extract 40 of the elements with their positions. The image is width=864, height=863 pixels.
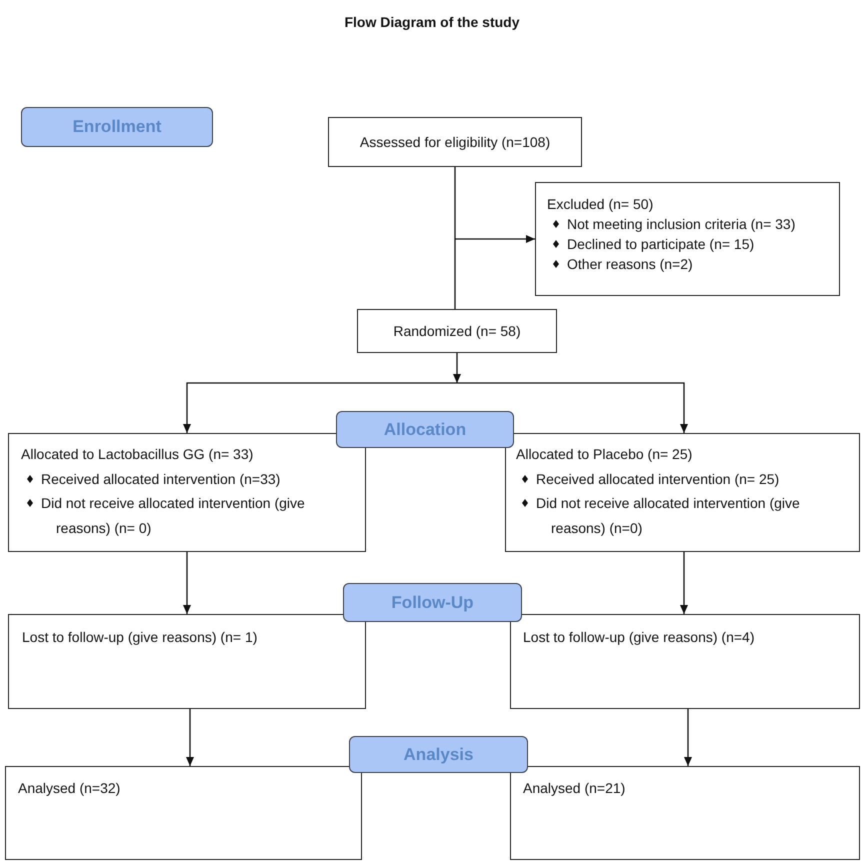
flow-box	[328, 117, 582, 167]
box-text: Lost to follow-up (give reasons) (n=4)	[523, 628, 754, 647]
box-text: Allocated to Placebo (n= 25)	[516, 445, 692, 464]
bullet-text: Received allocated intervention (n= 25)	[536, 470, 780, 489]
connector-line	[454, 239, 456, 309]
bullet-text: Received allocated intervention (n=33)	[41, 470, 280, 489]
bullet-text: Did not receive allocated intervention (give reasons) (n=0)	[536, 494, 801, 538]
box-text: Analysed (n=32)	[18, 779, 120, 798]
bullet-text: Declined to participate (n= 15)	[567, 235, 754, 254]
phase-label: Follow-Up	[343, 583, 522, 622]
box-text: Assessed for eligibility (n=108)	[360, 133, 550, 151]
box-text: Allocated to Lactobacillus GG (n= 33)	[21, 445, 254, 464]
flow-box	[510, 766, 860, 860]
arrow	[183, 382, 457, 433]
arrow	[183, 552, 191, 614]
flow-box	[505, 433, 860, 552]
flow-box	[510, 614, 860, 709]
phase-label: Allocation	[336, 411, 514, 448]
flow-box	[535, 182, 840, 296]
diagram-title: Flow Diagram of the study	[344, 13, 520, 31]
bullet-text: Not meeting inclusion criteria (n= 33)	[567, 215, 796, 234]
arrow	[453, 353, 461, 383]
box-text: Randomized (n= 58)	[393, 322, 521, 340]
arrow	[684, 709, 692, 766]
phase-label: Enrollment	[21, 107, 213, 147]
arrow	[186, 709, 194, 766]
flow-box	[8, 433, 366, 552]
box-text: Analysed (n=21)	[523, 779, 626, 798]
arrow	[680, 552, 688, 614]
arrow	[455, 235, 535, 243]
connector-line	[454, 167, 456, 239]
flow-box	[5, 766, 362, 860]
bullet-text: Did not receive allocated intervention (give reasons) (n= 0)	[41, 494, 306, 538]
arrow	[457, 382, 688, 433]
bullet-text: Other reasons (n=2)	[567, 255, 693, 274]
box-text: Excluded (n= 50)	[547, 195, 654, 214]
flow-box	[357, 309, 557, 353]
box-text: Lost to follow-up (give reasons) (n= 1)	[22, 628, 258, 647]
phase-label: Analysis	[349, 736, 528, 773]
flow-box	[8, 614, 366, 709]
